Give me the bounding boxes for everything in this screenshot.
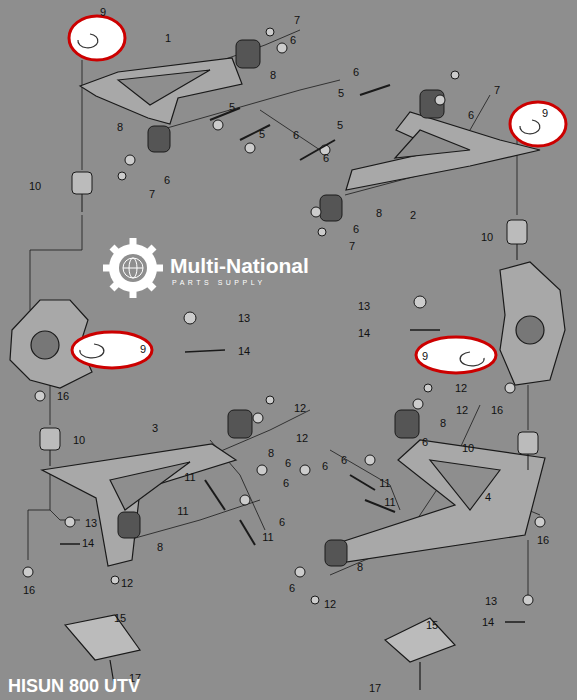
callout-number: 12	[296, 432, 308, 444]
callout-number: 13	[85, 517, 97, 529]
callout-number: 16	[57, 390, 69, 402]
callout-number: 6	[293, 129, 299, 141]
callout-number: 9	[100, 6, 106, 18]
callout-number: 6	[289, 582, 295, 594]
callout-number: 6	[353, 66, 359, 78]
callout-number: 6	[422, 436, 428, 448]
callout-number: 8	[270, 69, 276, 81]
callout-number: 5	[259, 128, 265, 140]
callout-number: 12	[121, 577, 133, 589]
callout-number: 5	[229, 101, 235, 113]
callout-number: 14	[238, 345, 250, 357]
callout-number: 13	[485, 595, 497, 607]
callout-number: 6	[341, 454, 347, 466]
callout-number: 6	[285, 457, 291, 469]
callout-number: 11	[262, 531, 273, 543]
callout-number: 16	[23, 584, 35, 596]
callout-number: 6	[283, 477, 289, 489]
callout-number: 10	[73, 434, 85, 446]
callout-number: 15	[426, 619, 438, 631]
callout-number: 8	[117, 121, 123, 133]
callout-number: 6	[323, 152, 329, 164]
caption: HISUN 800 UTV	[8, 676, 140, 697]
callout-number: 14	[482, 616, 494, 628]
callout-number: 9	[140, 343, 146, 355]
callout-number: 11	[384, 496, 395, 508]
callout-number: 5	[337, 119, 343, 131]
callout-number: 7	[494, 84, 500, 96]
callout-number: 14	[82, 537, 94, 549]
callout-number: 6	[290, 34, 296, 46]
callout-number: 6	[468, 109, 474, 121]
callout-number: 12	[294, 402, 306, 414]
callout-number: 16	[491, 404, 503, 416]
callout-number: 9	[542, 107, 548, 119]
callout-number: 11	[184, 471, 195, 483]
watermark: PARTS SUPPLY	[172, 279, 266, 286]
watermark: Multi-National	[170, 254, 309, 278]
callout-number: 5	[338, 87, 344, 99]
callout-number: 10	[462, 442, 474, 454]
callout-number: 15	[114, 612, 126, 624]
callout-number: 8	[157, 541, 163, 553]
callout-number: 6	[353, 223, 359, 235]
callout-number: 13	[238, 312, 250, 324]
callout-number: 6	[322, 460, 328, 472]
callout-number: 1	[165, 32, 171, 44]
callout-number: 8	[357, 561, 363, 573]
callout-number: 8	[268, 447, 274, 459]
callout-number: 6	[279, 516, 285, 528]
callout-number: 10	[29, 180, 41, 192]
callout-number: 17	[369, 682, 381, 694]
callout-number: 11	[379, 477, 390, 489]
callout-number: 3	[152, 422, 158, 434]
callout-number: 11	[177, 505, 188, 517]
callout-number: 6	[164, 174, 170, 186]
callout-number: 9	[422, 350, 428, 362]
callout-number: 8	[376, 207, 382, 219]
callout-number: 14	[358, 327, 370, 339]
callout-number: 7	[349, 240, 355, 252]
callout-number: 10	[481, 231, 493, 243]
callout-number: 8	[440, 417, 446, 429]
callout-number: 2	[410, 209, 416, 221]
callout-number: 12	[324, 598, 336, 610]
callout-number: 7	[294, 14, 300, 26]
callout-number: 12	[455, 382, 467, 394]
callout-number: 4	[485, 491, 491, 503]
callout-number: 13	[358, 300, 370, 312]
callout-number: 7	[149, 188, 155, 200]
callout-number: 16	[537, 534, 549, 546]
callout-number: 12	[456, 404, 468, 416]
